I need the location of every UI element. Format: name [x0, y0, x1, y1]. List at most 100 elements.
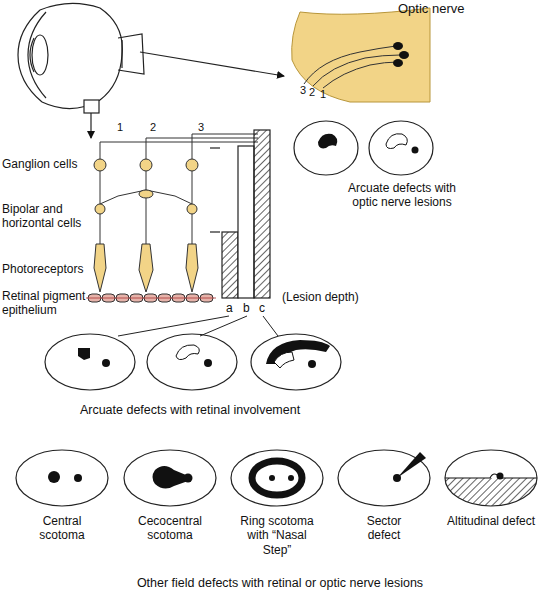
defect-caption: Central scotoma — [27, 514, 97, 543]
field-defect — [397, 452, 426, 478]
leader-line — [118, 316, 278, 336]
retina-illustration — [95, 204, 105, 214]
visual-field-oval — [338, 450, 430, 506]
optic-nerve-illustration — [393, 42, 403, 50]
field-defect — [318, 134, 419, 154]
fiber-number: 1 — [117, 121, 123, 134]
field-defect — [272, 466, 285, 474]
eye-illustration — [40, 3, 122, 108]
visual-field-oval — [294, 121, 433, 175]
retina-illustration — [187, 204, 197, 214]
fiber-number: 2 — [150, 121, 156, 134]
eye-illustration — [90, 113, 91, 138]
depth-letter: a — [226, 301, 233, 315]
leader-line — [118, 316, 229, 336]
field-defect — [78, 340, 330, 368]
altitudinal-oval — [497, 473, 504, 480]
retina-illustration — [94, 159, 106, 171]
defect-caption: Cecocentral scotoma — [125, 514, 215, 543]
optic-nerve-illustration — [292, 8, 430, 102]
visual-field-oval — [231, 450, 323, 506]
field-defect — [48, 471, 60, 483]
visual-field-oval — [147, 334, 237, 390]
optic-nerve-illustration — [399, 51, 409, 59]
defect-caption: Sector defect — [349, 514, 419, 543]
optic-nerve-illustration — [313, 55, 400, 86]
altitudinal-oval — [445, 450, 537, 506]
field-defect — [102, 359, 110, 367]
depth-letter: c — [259, 301, 265, 315]
lesion-depth-bars — [210, 231, 220, 232]
field-defect — [412, 147, 419, 154]
eye-illustration — [84, 100, 99, 113]
retina-illustration — [146, 198, 147, 244]
group-caption: Arcuate defects with retinal involvement — [40, 403, 340, 418]
field-defect — [252, 461, 302, 495]
retina-illustration — [86, 298, 216, 299]
field-defect — [48, 452, 426, 495]
field-defect — [308, 360, 316, 368]
field-defect — [78, 348, 90, 360]
visual-field-oval — [124, 450, 216, 506]
fiber-number: 3 — [300, 84, 306, 97]
axis-label: (Lesion depth) — [282, 290, 359, 304]
eye-illustration — [18, 3, 284, 138]
retina-illustration — [86, 134, 258, 302]
lesion-depth-bars — [254, 130, 270, 298]
field-defect — [288, 475, 294, 481]
field-defect — [274, 352, 294, 368]
retina-illustration — [140, 159, 152, 171]
optic-nerve-illustration — [323, 62, 398, 88]
eye-illustration — [30, 38, 34, 72]
retina-illustration — [186, 244, 198, 292]
optic-nerve-illustration — [393, 59, 403, 67]
field-defect — [74, 474, 82, 482]
layer-label: Retinal pigment epithelium — [2, 289, 94, 318]
fiber-number: 2 — [309, 86, 315, 99]
visual-field-oval — [45, 334, 135, 390]
retina-illustration — [139, 244, 153, 292]
layer-label: Photoreceptors — [2, 262, 83, 276]
layer-label: Ganglion cells — [2, 157, 77, 171]
fiber-number: 1 — [320, 88, 326, 101]
depth-letter: b — [243, 301, 250, 315]
lesion-depth-bars — [222, 232, 238, 298]
field-defect — [269, 475, 275, 481]
field-defect — [153, 466, 189, 489]
eye-illustration — [118, 34, 144, 74]
retina-illustration — [186, 159, 198, 171]
visual-field-oval — [294, 121, 358, 175]
fiber-number: 3 — [198, 121, 204, 134]
layer-label: Bipolar and horizontal cells — [2, 202, 94, 231]
leader-line — [263, 316, 278, 336]
field-defect — [176, 345, 199, 360]
lesion-depth-bars — [210, 147, 220, 148]
optic-nerve-illustration — [304, 46, 396, 84]
retina-illustration — [146, 190, 192, 204]
retina-illustration — [100, 214, 101, 244]
field-defect — [393, 474, 401, 482]
retina-illustration — [94, 244, 106, 292]
altitudinal-oval — [445, 474, 537, 478]
visual-field-oval — [369, 121, 433, 175]
lesion-depth-bars — [210, 130, 270, 298]
eye-illustration — [28, 12, 46, 98]
retina-illustration — [146, 170, 147, 190]
retina-illustration — [100, 142, 258, 160]
field-defect — [204, 359, 212, 367]
structure-label: Optic nerve — [398, 1, 464, 17]
retina-illustration — [192, 214, 193, 244]
visual-field-oval — [45, 334, 341, 390]
retina-illustration — [192, 170, 193, 204]
lesion-depth-bars — [238, 146, 254, 298]
field-defect — [386, 134, 407, 149]
leader-line — [200, 316, 247, 336]
defect-caption: Ring scotoma with “Nasal Step” — [236, 514, 318, 557]
eye-illustration — [140, 52, 284, 76]
optic-nerve-illustration — [292, 8, 430, 102]
altitudinal-oval — [445, 478, 537, 508]
retina-illustration — [139, 190, 153, 198]
group-caption: Other field defects with retinal or opti… — [70, 576, 490, 591]
group-caption: Arcuate defects with optic nerve lesions — [342, 181, 462, 210]
